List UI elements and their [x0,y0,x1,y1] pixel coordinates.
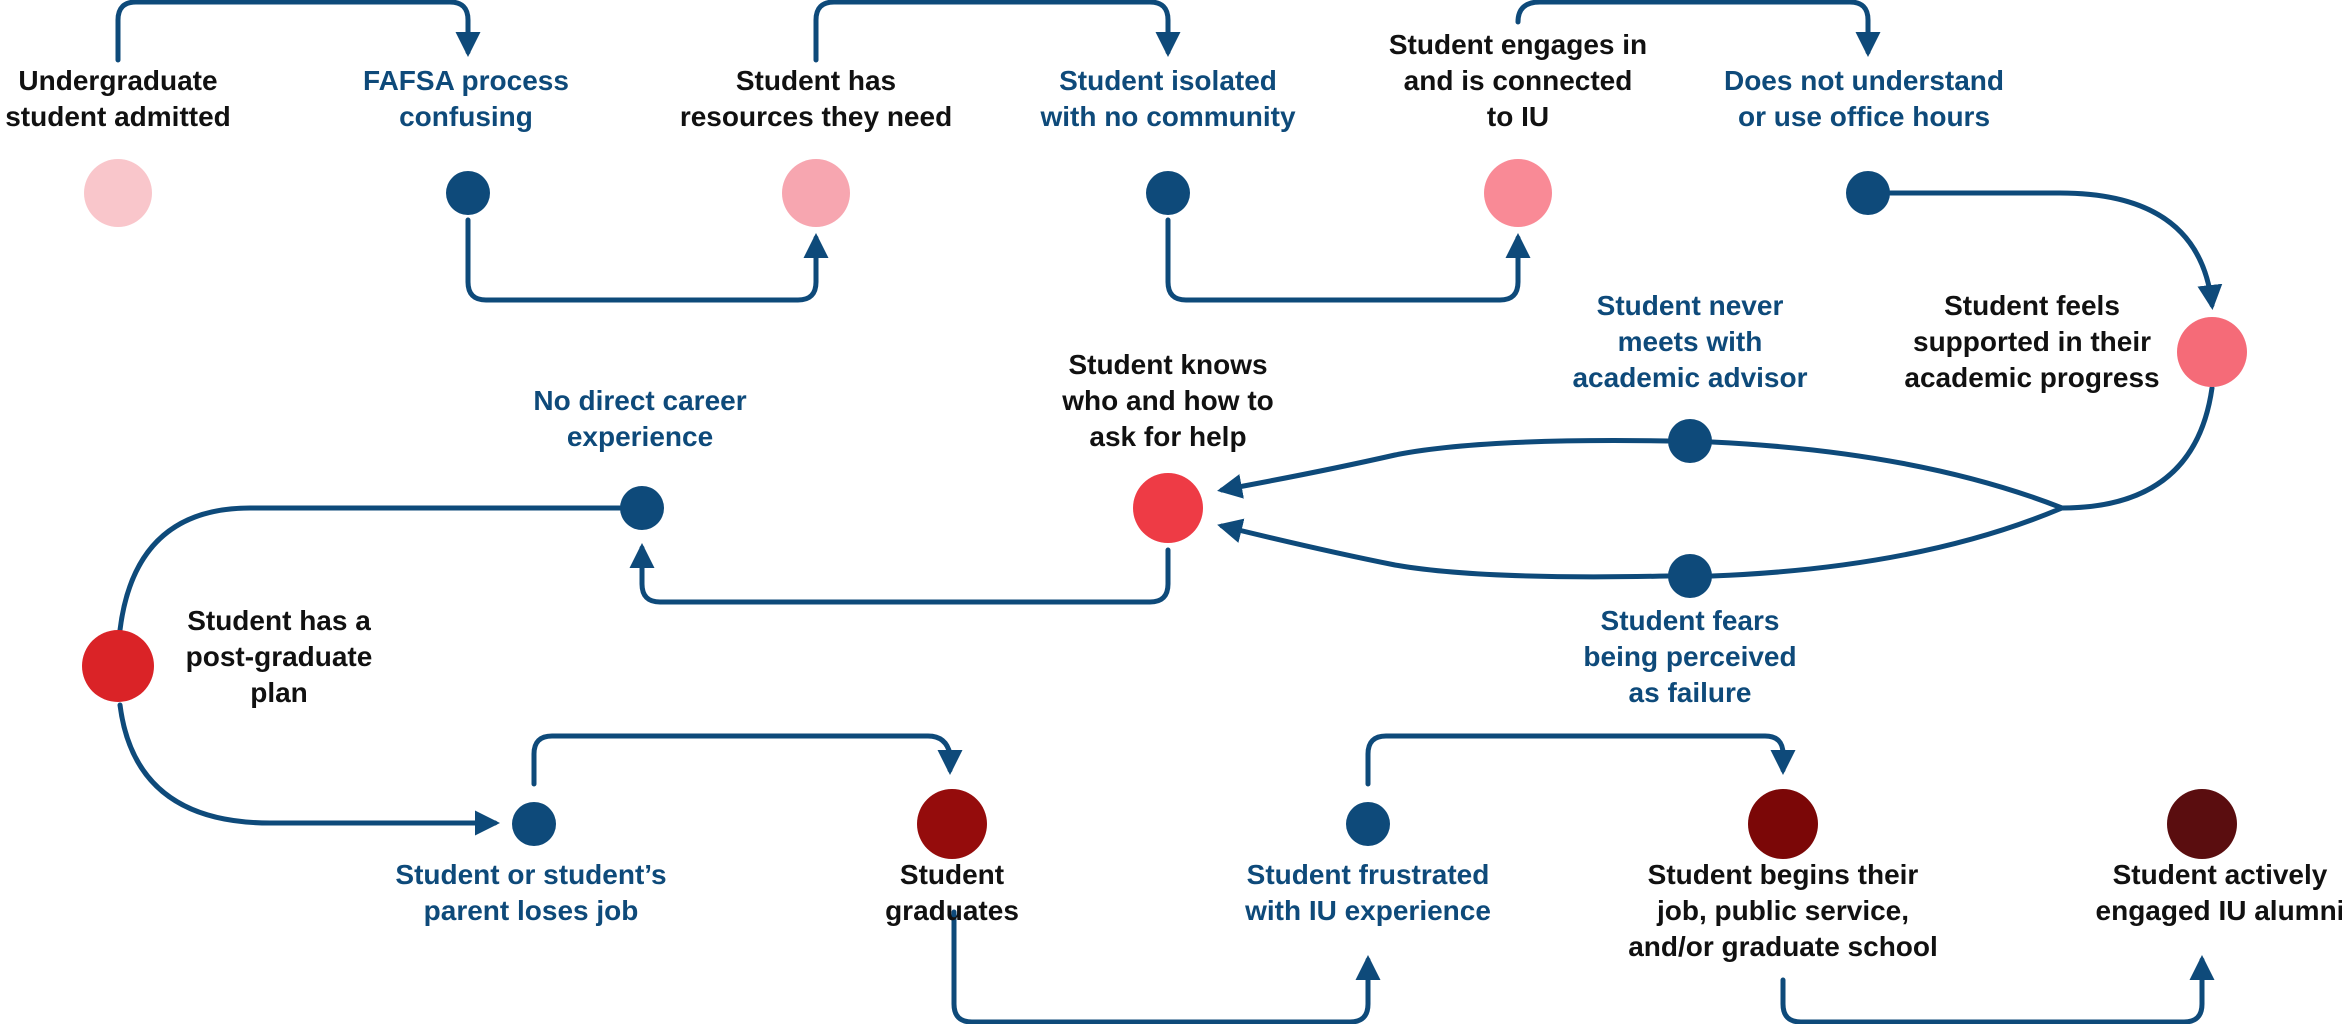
node-n2-negative-dot [446,171,490,215]
node-n9-negative-dot [1668,554,1712,598]
node-n6-negative-dot [1846,171,1890,215]
node-n7-label-line: Student feels [1944,290,2120,321]
node-n17-label: Student actively engaged IU alumni [2096,859,2342,926]
node-n13-negative-dot [512,802,556,846]
node-n11-label-line: No direct career [533,385,746,416]
node-n3-label-line: Student has [736,65,896,96]
labels: Undergraduate student admitted FAFSA proce… [5,29,2342,962]
node-n8-negative-dot [1668,419,1712,463]
node-n14-label-line: graduates [885,895,1019,926]
node-n2-label-line: FAFSA process [363,65,569,96]
node-n13-label: Student or student’s parent loses job [395,859,666,926]
node-n8-label-line: Student never [1597,290,1784,321]
node-n12-label-line: plan [250,677,308,708]
node-n8-label-line: academic advisor [1572,362,1807,393]
connector-n10-n11 [629,543,1171,605]
node-n1-label-line: student admitted [5,101,231,132]
connector-n16-n17 [1780,955,2215,1024]
node-n9-label: Student fears being perceived as failure [1583,605,1796,708]
node-n16-label-line: job, public service, [1656,895,1909,926]
node-n13-label-line: parent loses job [424,895,639,926]
node-n10-label: Student knows who and how to ask for help [1061,349,1274,452]
node-n1-positive-dot [84,159,152,227]
node-n10-label-line: Student knows [1068,349,1267,380]
node-n16-label: Student begins their job, public service,… [1628,859,1938,962]
node-n7-label: Student feels supported in their academic … [1904,290,2159,393]
node-n5-label: Student engages in and is connected to IU [1389,29,1647,132]
node-n4-label-line: Student isolated [1059,65,1277,96]
node-n15-label-line: Student frustrated [1247,859,1490,890]
connector-n15-n16 [1365,733,1796,787]
node-n4-label-line: with no community [1039,101,1296,132]
connector-n4-n5 [1165,217,1531,303]
connector-junction-n8 [1709,439,2065,511]
connector-n9-n10 [1217,518,1671,580]
connector-n11-n12 [117,505,623,633]
node-n2-label: FAFSA process confusing [363,65,569,132]
node-n17-positive-dot [2167,789,2237,859]
connector-n2-n3 [465,217,829,303]
node-n11-label-line: experience [567,421,713,452]
node-n7-label-line: academic progress [1904,362,2159,393]
node-n3-positive-dot [782,159,850,227]
node-n1-label: Undergraduate student admitted [5,65,231,132]
node-n12-label-line: Student has a [187,605,371,636]
node-n6-label-line: Does not understand [1724,65,2004,96]
connector-n5-n6 [1515,0,1881,57]
connector-n1-n2 [115,0,481,63]
node-n11-label: No direct career experience [533,385,746,452]
node-n16-label-line: and/or graduate school [1628,931,1938,962]
node-n10-positive-dot [1133,473,1203,543]
node-n12-label: Student has a post-graduate plan [186,605,373,708]
node-n14-label-line: Student [900,859,1004,890]
node-n15-label: Student frustrated with IU experience [1244,859,1491,926]
node-n12-label-line: post-graduate [186,641,373,672]
node-n9-label-line: being perceived [1583,641,1796,672]
connector-n14-n15 [951,909,1381,1024]
node-n7-positive-dot [2177,317,2247,387]
connector-n3-n4 [813,0,1181,63]
node-n6-label: Does not understand or use office hours [1724,65,2004,132]
node-n5-label-line: to IU [1487,101,1549,132]
node-n4-label: Student isolated with no community [1039,65,1296,132]
nodes [82,159,2247,859]
node-n14-label: Student graduates [885,859,1019,926]
connector-n7-junction [2059,385,2215,511]
node-n3-label-line: resources they need [680,101,952,132]
node-n11-negative-dot [620,486,664,530]
node-n15-label-line: with IU experience [1244,895,1491,926]
node-n4-negative-dot [1146,171,1190,215]
node-n16-label-line: Student begins their [1648,859,1919,890]
node-n15-negative-dot [1346,802,1390,846]
node-n3-label: Student has resources they need [680,65,952,132]
node-n1-label-line: Undergraduate [18,65,217,96]
node-n17-label-line: Student actively [2113,859,2328,890]
node-n12-positive-dot [82,630,154,702]
node-n16-positive-dot [1748,789,1818,859]
node-n6-label-line: or use office hours [1738,101,1990,132]
connector-n6-n7 [1887,190,2223,310]
node-n5-label-line: and is connected [1404,65,1633,96]
node-n7-label-line: supported in their [1913,326,2151,357]
node-n14-positive-dot [917,789,987,859]
node-n17-label-line: engaged IU alumni [2096,895,2342,926]
connector-junction-n9 [1709,505,2065,579]
connector-n13-n14 [531,733,963,787]
node-n8-label: Student never meets with academic advisor [1572,290,1807,393]
connectors [115,0,2223,1024]
node-n9-label-line: Student fears [1601,605,1780,636]
node-n13-label-line: Student or student’s [395,859,666,890]
node-n8-label-line: meets with [1618,326,1763,357]
node-n9-label-line: as failure [1629,677,1752,708]
connector-n8-n10 [1217,438,1671,499]
node-n5-label-line: Student engages in [1389,29,1647,60]
node-n2-label-line: confusing [399,101,533,132]
node-n10-label-line: who and how to [1061,385,1274,416]
node-n10-label-line: ask for help [1089,421,1246,452]
connector-n12-n13 [117,702,500,836]
node-n5-positive-dot [1484,159,1552,227]
